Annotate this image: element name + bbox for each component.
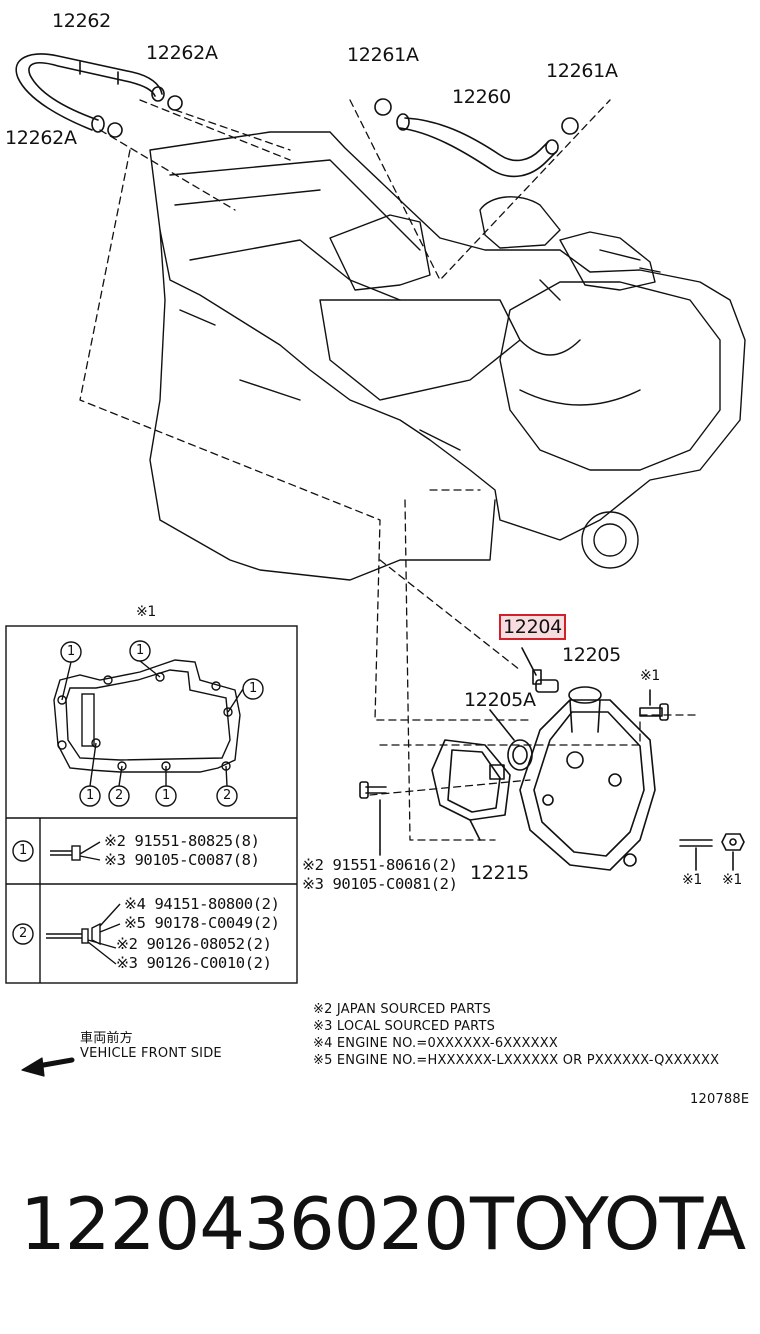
sensor-12204 [521,647,559,693]
inset-row1-line-1: ※2 91551-80825(8) [104,832,260,850]
stud-right [679,839,713,871]
inset-circle-label: 1 [67,644,76,659]
note-japan-sourced: ※2 JAPAN SOURCED PARTS [313,1002,491,1017]
nut-right [721,833,745,871]
callout-12262A-left: 12262A [5,127,77,149]
inset-circle-label: 1 [162,788,171,803]
callout-star1-nut: ※1 [722,872,743,888]
callout-star1-bolt: ※1 [640,668,661,684]
note-engine-no-1: ※4 ENGINE NO.=0XXXXXX-6XXXXXX [313,1036,558,1051]
inset-circle-label: 2 [115,788,124,803]
callout-12205A: 12205A [464,689,536,711]
note-local-sourced: ※3 LOCAL SOURCED PARTS [313,1019,496,1034]
part-number: 1220436020 [20,1182,469,1266]
inset-row2-line-3: ※2 90126-08052(2) [116,935,272,953]
inset-row2-line-4: ※3 90126-C0010(2) [116,954,272,972]
callout-12215: 12215 [470,862,529,884]
note-engine-no-2: ※5 ENGINE NO.=HXXXXXX-LXXXXXX OR PXXXXXX… [313,1053,720,1068]
callout-12261A-left: 12261A [347,44,419,66]
hose-12262 [15,53,165,133]
callout-12262A-top: 12262A [146,42,218,64]
water-outlet-12205 [519,686,656,871]
inset-row1-key: 1 [19,843,28,858]
front-arrow-icon [21,1057,75,1077]
callout-12204-highlighted: 12204 [499,614,566,640]
bolt-right-top [639,689,669,721]
inset-circle-label: 1 [136,643,145,658]
callout-star1-inset: ※1 [136,604,157,620]
inset-row2-key: 2 [19,926,28,941]
callout-12262: 12262 [52,10,111,32]
inset-circle-label: 2 [223,788,232,803]
callout-12205: 12205 [562,644,621,666]
callout-12261A-right: 12261A [546,60,618,82]
inset-circle-label: 1 [249,681,258,696]
dashed-leaders [79,99,701,841]
inset-circle-label: 1 [86,788,95,803]
diagram-code: 120788E [690,1092,750,1107]
inset-box [5,625,298,984]
parts-diagram [5,53,746,1077]
bolt-part-line-1: ※2 91551-80616(2) [302,856,458,874]
clamp-12261A [374,98,579,135]
brand-name: TOYOTA [470,1182,746,1266]
engine-block [149,131,746,581]
inset-row2-line-2: ※5 90178-C0049(2) [124,914,280,932]
callout-12260: 12260 [452,86,511,108]
vehicle-front-jp: 車両前方 [80,1031,133,1046]
inset-row1-line-2: ※3 90105-C0087(8) [104,851,260,869]
hose-12260 [396,113,559,178]
gasket-12205A [489,709,533,771]
vehicle-front-en: VEHICLE FRONT SIDE [80,1046,222,1061]
bolt-part-line-2: ※3 90105-C0081(2) [302,875,458,893]
inset-row2-line-1: ※4 94151-80800(2) [124,895,280,913]
bolt-left [359,781,387,856]
housing-12215 [431,739,511,841]
callout-star1-stud: ※1 [682,872,703,888]
